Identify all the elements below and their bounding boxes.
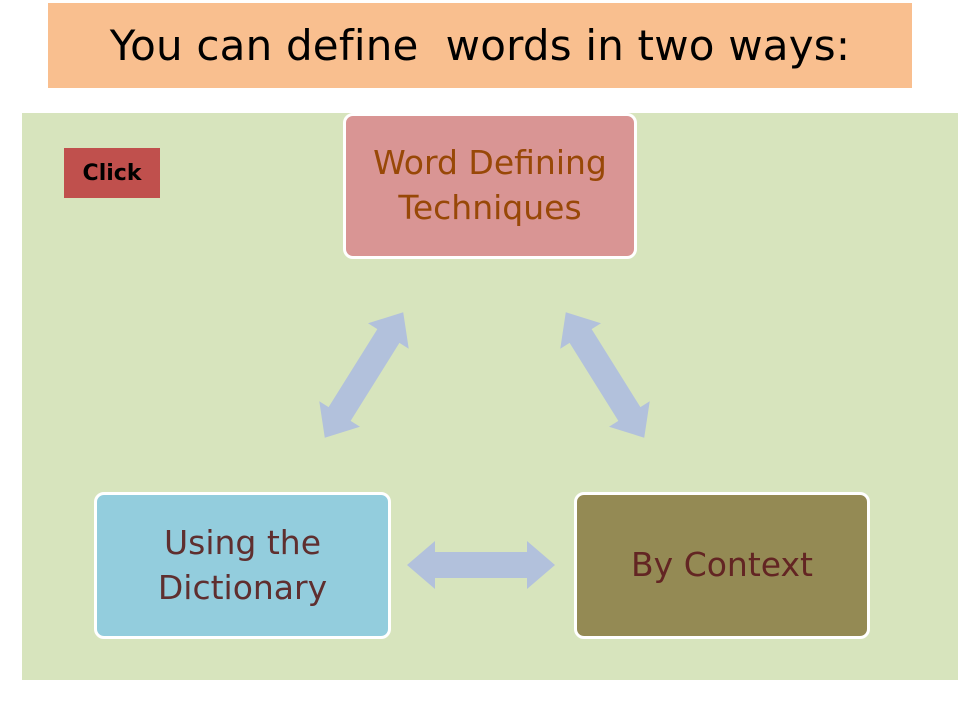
- slide-title-bar: You can define words in two ways:: [48, 3, 912, 88]
- slide-title: You can define words in two ways:: [109, 21, 851, 70]
- using-the-dictionary-line1: Using the: [163, 522, 321, 562]
- word-defining-techniques-line1: Word Defining: [373, 143, 607, 183]
- using-the-dictionary-node: Using the Dictionary: [94, 492, 391, 639]
- word-defining-techniques-node: Word Defining Techniques: [343, 113, 637, 259]
- using-the-dictionary-line2: Dictionary: [157, 567, 328, 607]
- by-context-node: By Context: [574, 492, 870, 639]
- word-defining-techniques-line2: Techniques: [398, 188, 582, 227]
- by-context-label: By Context: [631, 545, 813, 585]
- click-button[interactable]: Click: [64, 148, 160, 198]
